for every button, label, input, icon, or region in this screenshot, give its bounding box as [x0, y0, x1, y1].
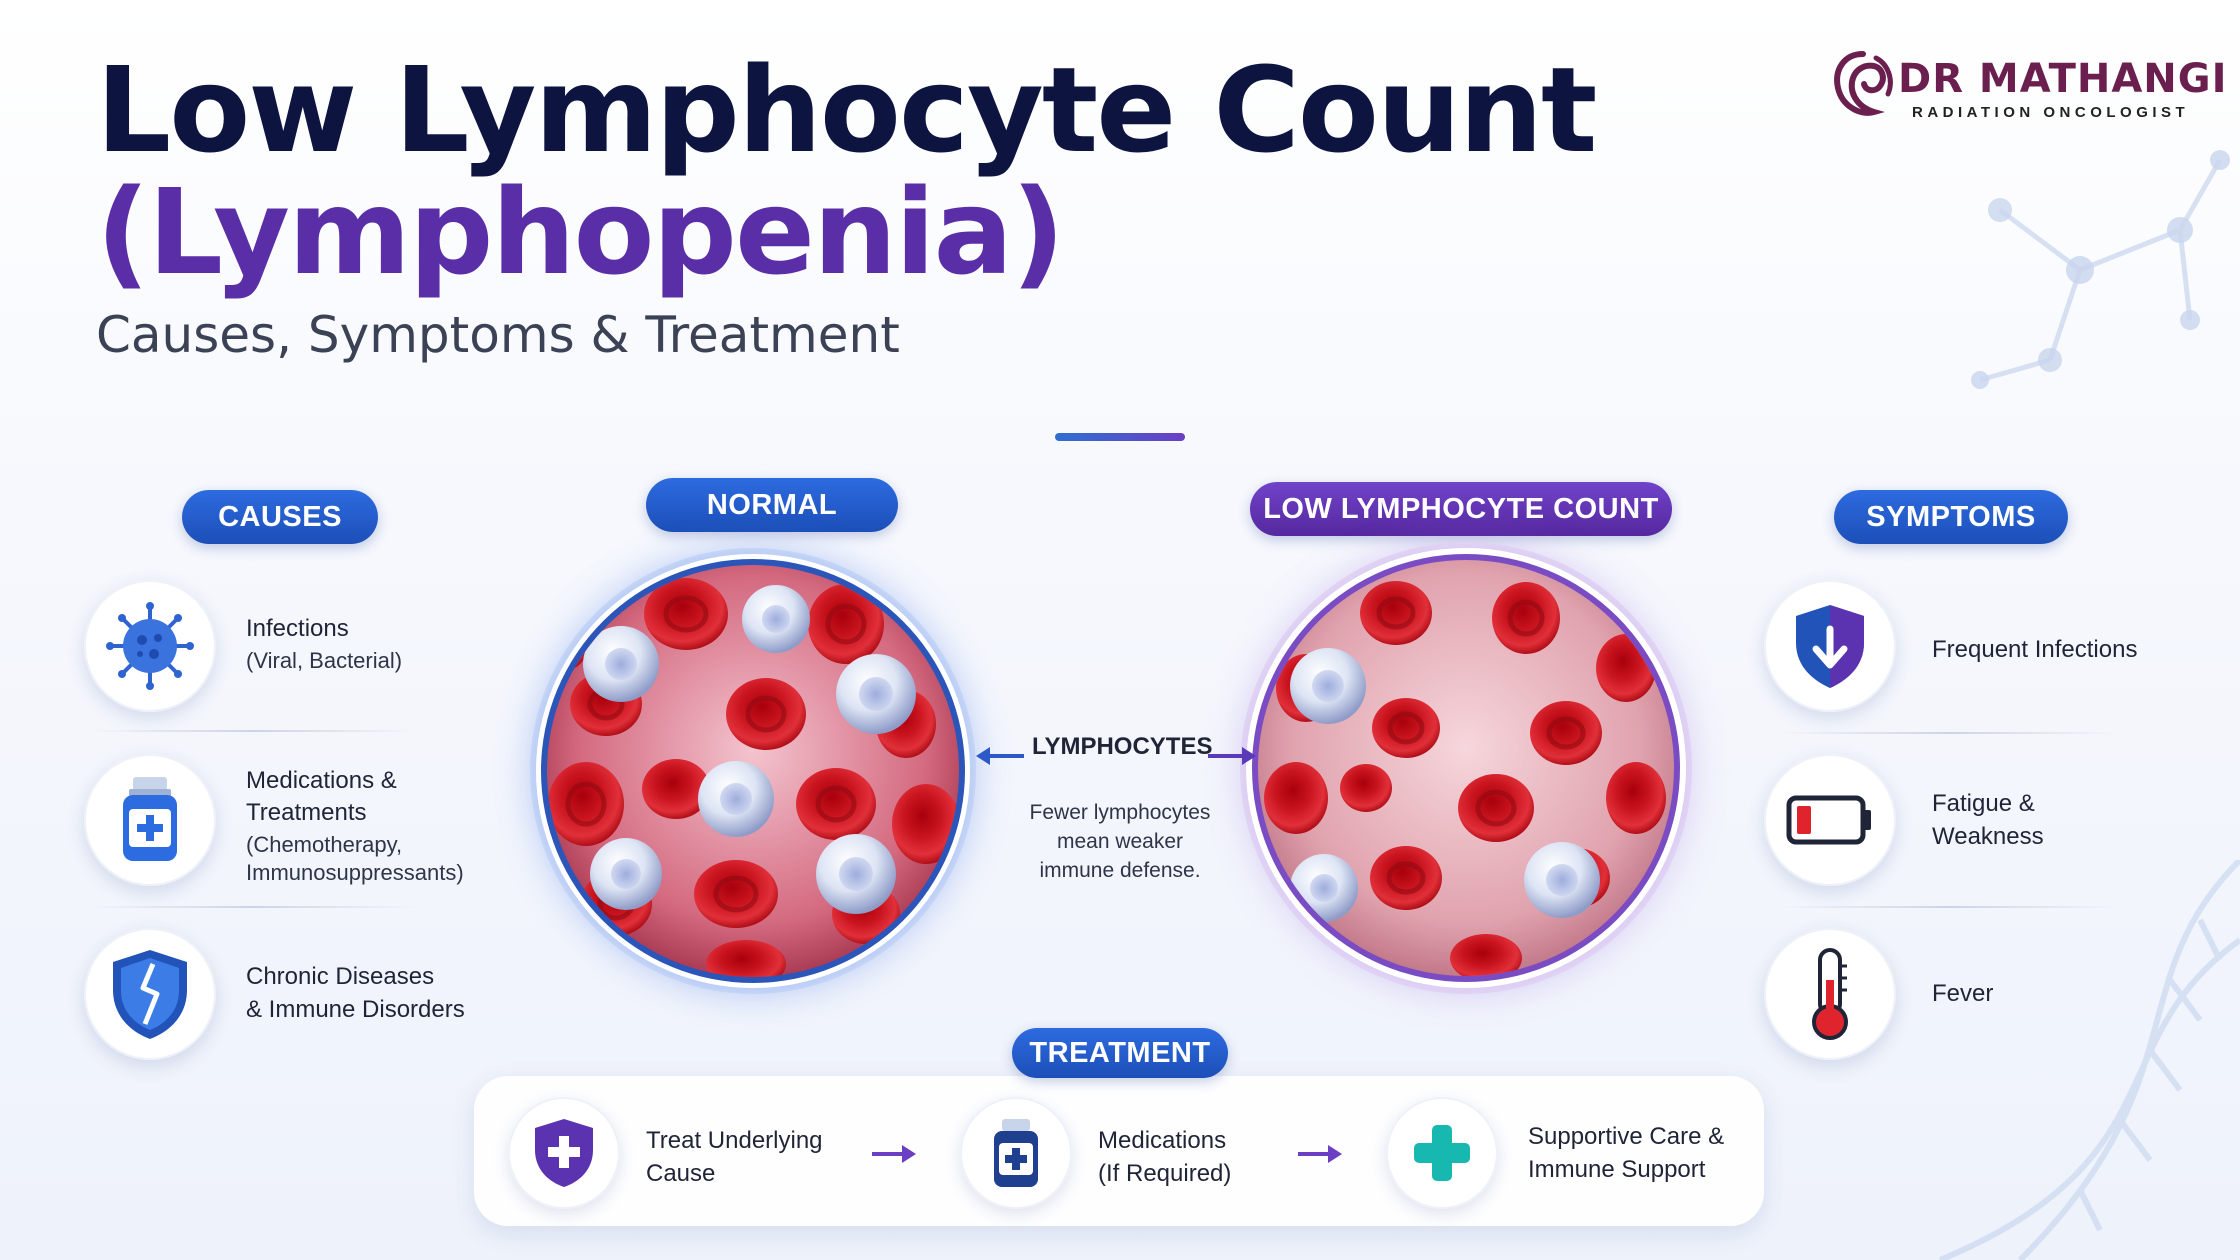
- causes-heading: CAUSES: [182, 490, 378, 544]
- logo-tagline: RADIATION ONCOLOGIST: [1912, 104, 2190, 121]
- symptoms-heading: SYMPTOMS: [1834, 490, 2068, 544]
- lymphocytes-label: LYMPHOCYTES: [1032, 733, 1213, 760]
- logo-emblem-icon: [1834, 51, 1893, 116]
- treatment-step-1-line2: Cause: [646, 1160, 716, 1187]
- low-lymphocyte-blood-cells-illustration: [1252, 554, 1680, 982]
- symptoms-separator: [1780, 906, 2120, 908]
- explanation-line: immune defense.: [1039, 859, 1201, 882]
- treatment-step-1-line1: Treat Underlying: [646, 1127, 823, 1154]
- shield-down-arrow-icon: [1796, 605, 1864, 688]
- medicine-bottle-icon: [994, 1119, 1038, 1187]
- cause-infections-icon-circle: [84, 580, 216, 712]
- cause-chronic-title-line1: Chronic Diseases: [246, 963, 435, 990]
- symptoms-separator: [1780, 732, 2120, 734]
- arrow-right-icon: [872, 1145, 916, 1163]
- normal-blood-cells-illustration: [541, 559, 965, 983]
- treatment-step-2-icon-circle: [960, 1097, 1072, 1209]
- cause-chronic-icon-circle: [84, 928, 216, 1060]
- arrow-right-icon: [1298, 1145, 1342, 1163]
- lymphocyte-cells: [583, 585, 916, 914]
- causes-separator: [88, 906, 418, 908]
- treatment-step-2-line1: Medications: [1098, 1127, 1227, 1154]
- cause-medications-icon-circle: [84, 754, 216, 886]
- dna-decoration: [1938, 860, 2240, 1260]
- cause-infections-title: Infections: [246, 615, 349, 642]
- cause-chronic-title-line2: & Immune Disorders: [246, 996, 465, 1023]
- logo-name: DR MATHANGI: [1898, 56, 2228, 102]
- treatment-step-3-icon-circle: [1386, 1097, 1498, 1209]
- treatment-step-3-line2: Immune Support: [1528, 1156, 1706, 1183]
- cracked-shield-icon: [113, 950, 187, 1039]
- treatment-step-1-icon-circle: [508, 1097, 620, 1209]
- lymphocyte-explanation: Fewer lymphocytes mean weaker immune def…: [1000, 798, 1240, 885]
- cause-medications-title-line2: Treatments: [246, 799, 367, 826]
- thermometer-icon: [1812, 948, 1848, 1040]
- arrow-right-icon: [1208, 747, 1256, 765]
- medical-cross-icon: [1414, 1125, 1470, 1181]
- treatment-heading: TREATMENT: [1012, 1028, 1228, 1078]
- symptom-fever: Fever: [1932, 980, 1994, 1007]
- arrow-left-icon: [976, 747, 1024, 765]
- virus-icon: [106, 602, 194, 690]
- treatment-step-2-line2: (If Required): [1098, 1160, 1232, 1187]
- low-count-heading: LOW LYMPHOCYTE COUNT: [1250, 482, 1672, 536]
- cause-medications-title-line1: Medications &: [246, 767, 397, 794]
- symptom-infections-icon-circle: [1764, 580, 1896, 712]
- page-title: Low Lymphocyte Count: [96, 41, 1597, 179]
- cause-medications-detail-line1: (Chemotherapy,: [246, 832, 403, 857]
- normal-heading: NORMAL: [646, 478, 898, 532]
- low-lymphocyte-blood-sample: [1246, 548, 1686, 988]
- symptom-fatigue-icon-circle: [1764, 754, 1896, 886]
- causes-separator: [88, 730, 418, 732]
- normal-blood-sample: [536, 554, 970, 988]
- symptom-fatigue-line2: Weakness: [1932, 823, 2044, 850]
- treatment-panel: [474, 1076, 1764, 1226]
- molecule-decoration: [1971, 150, 2230, 389]
- treatment-step-3-line1: Supportive Care &: [1528, 1123, 1725, 1150]
- explanation-line: mean weaker: [1056, 830, 1184, 853]
- divider-bar: [1055, 433, 1185, 441]
- low-battery-icon: [1786, 795, 1871, 845]
- symptom-frequent-infections: Frequent Infections: [1932, 636, 2138, 663]
- page-title-medical-term: (Lymphopenia): [96, 163, 1065, 301]
- medicine-bottle-icon: [123, 777, 177, 861]
- explanation-line: Fewer lymphocytes: [1029, 801, 1211, 824]
- cause-infections-detail: (Viral, Bacterial): [246, 648, 403, 673]
- lymphocyte-cells: [1290, 648, 1600, 922]
- symptom-fatigue-line1: Fatigue &: [1932, 790, 2035, 817]
- shield-plus-icon: [535, 1119, 593, 1187]
- page-subtitle: Causes, Symptoms & Treatment: [96, 306, 900, 364]
- cause-medications-detail-line2: Immunosuppressants): [246, 860, 464, 885]
- brand-logo: DR MATHANGI RADIATION ONCOLOGIST: [1830, 50, 2227, 130]
- symptom-fever-icon-circle: [1764, 928, 1896, 1060]
